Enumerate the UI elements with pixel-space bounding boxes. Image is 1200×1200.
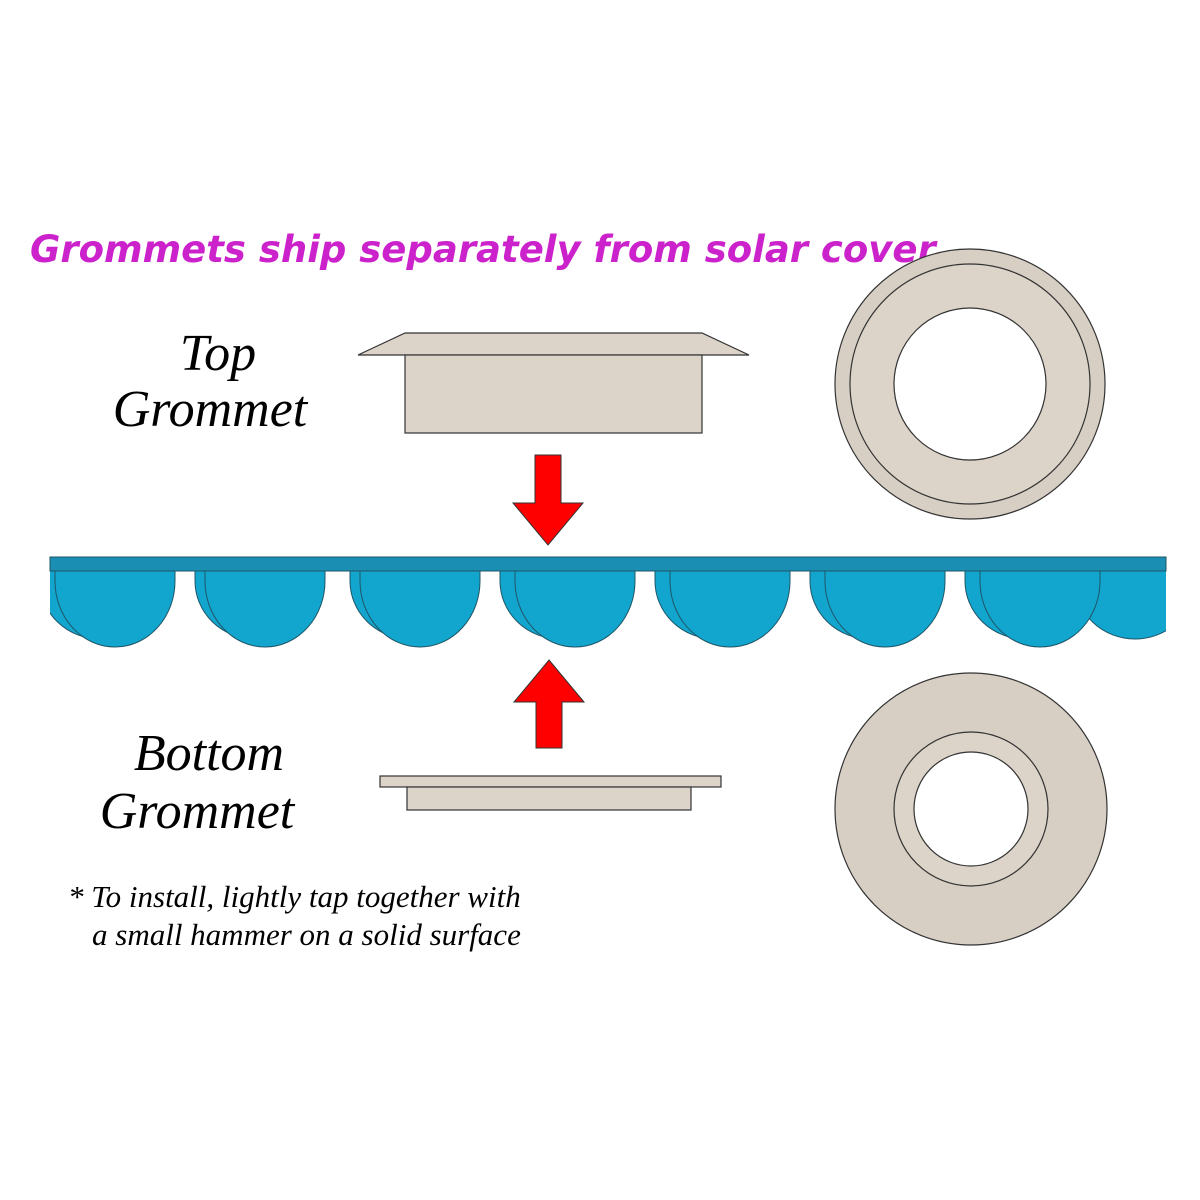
solar-cover-cross-section bbox=[49, 556, 1167, 648]
top-grommet-ring bbox=[834, 248, 1106, 520]
cover-bubble-front bbox=[54, 570, 176, 648]
top-grommet-label-line2: Grommet bbox=[113, 381, 309, 438]
bottom-grommet-side-view bbox=[379, 775, 722, 811]
cover-bubble-front bbox=[979, 570, 1101, 648]
cover-bubble-front bbox=[669, 570, 791, 648]
down-arrow-icon bbox=[511, 454, 585, 546]
top-grommet-side-view bbox=[357, 332, 750, 434]
bottom-grommet-label-line1: Bottom bbox=[134, 725, 284, 782]
install-note-line1: * To install, lightly tap together with bbox=[68, 879, 521, 914]
up-arrow-icon bbox=[512, 659, 586, 749]
cover-bubble-front bbox=[514, 570, 636, 648]
bottom-grommet-label-line2: Grommet bbox=[100, 783, 296, 840]
cover-bubble-front bbox=[824, 570, 946, 648]
install-note-line2: a small hammer on a solid surface bbox=[92, 917, 521, 952]
top-grommet-label-line1: Top bbox=[180, 325, 256, 382]
headline: Grommets ship separately from solar cove… bbox=[30, 228, 938, 271]
cover-bubble-front bbox=[204, 570, 326, 648]
bottom-grommet-ring bbox=[834, 672, 1108, 946]
cover-bubble-front bbox=[359, 570, 481, 648]
